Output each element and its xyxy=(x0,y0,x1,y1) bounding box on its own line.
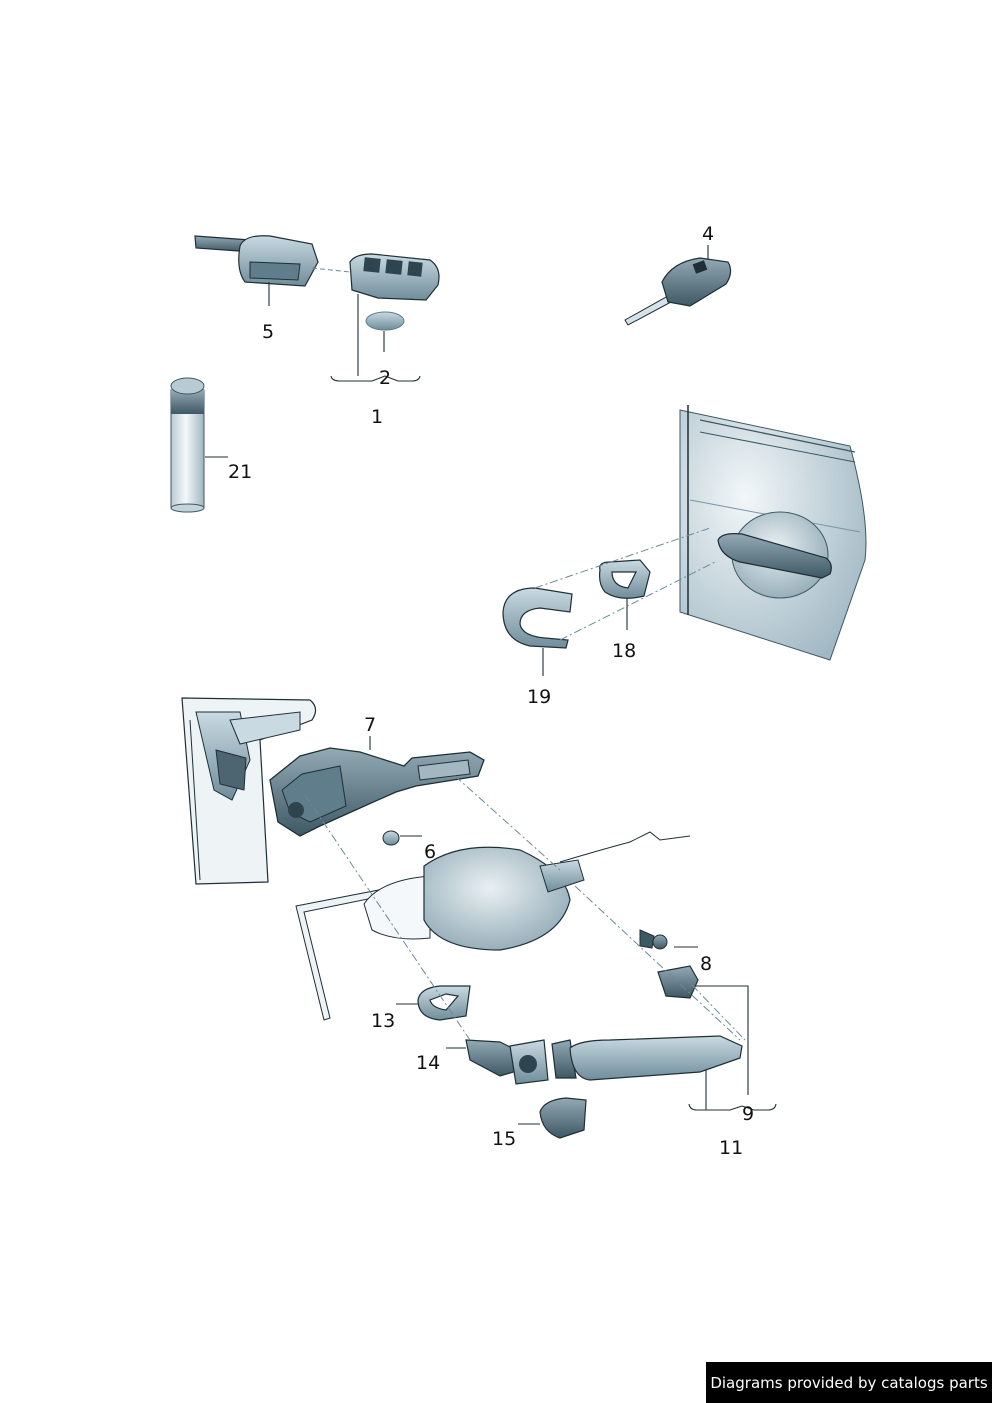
door-panel-view xyxy=(679,405,867,661)
outer-door-handle-11 xyxy=(551,1035,743,1081)
remote-control-housing xyxy=(349,253,440,301)
part-label-19: 19 xyxy=(527,686,552,708)
grommet-6 xyxy=(382,830,400,846)
seal-13 xyxy=(417,985,471,1021)
part-label-2: 2 xyxy=(379,367,392,389)
alignment-lines-upper xyxy=(534,527,716,641)
door-outer-skin xyxy=(295,831,691,1021)
part-label-11: 11 xyxy=(719,1137,744,1159)
bolt-8 xyxy=(639,929,668,950)
part-label-15: 15 xyxy=(492,1128,517,1150)
part-label-21: 21 xyxy=(228,461,253,483)
part-label-18: 18 xyxy=(612,640,637,662)
touch-up-cylinder xyxy=(170,377,205,513)
leader-lines xyxy=(205,245,777,1125)
footer-credit-text: Diagrams provided by catalogs parts xyxy=(710,1373,988,1392)
part-label-14: 14 xyxy=(416,1052,441,1074)
handle-carrier-7 xyxy=(269,747,485,837)
flip-key xyxy=(624,257,732,326)
part-label-5: 5 xyxy=(262,321,275,343)
part-label-7: 7 xyxy=(364,714,377,736)
alignment-lines-lower xyxy=(304,775,746,1041)
key-with-housing xyxy=(194,235,351,287)
footer-credit-badge: Diagrams provided by catalogs parts xyxy=(706,1362,992,1403)
lock-cylinder-14 xyxy=(465,1039,549,1085)
part-label-6: 6 xyxy=(424,841,437,863)
bracket-18 xyxy=(598,559,651,599)
battery-coin-cell xyxy=(365,311,405,331)
part-label-4: 4 xyxy=(702,223,715,245)
cover-cap-15 xyxy=(539,1097,587,1139)
part-label-1: 1 xyxy=(371,406,384,428)
escutcheon-19 xyxy=(502,587,573,649)
part-label-8: 8 xyxy=(700,953,713,975)
b-pillar-body xyxy=(181,697,317,885)
part-label-13: 13 xyxy=(371,1010,396,1032)
part-label-9: 9 xyxy=(742,1103,755,1125)
